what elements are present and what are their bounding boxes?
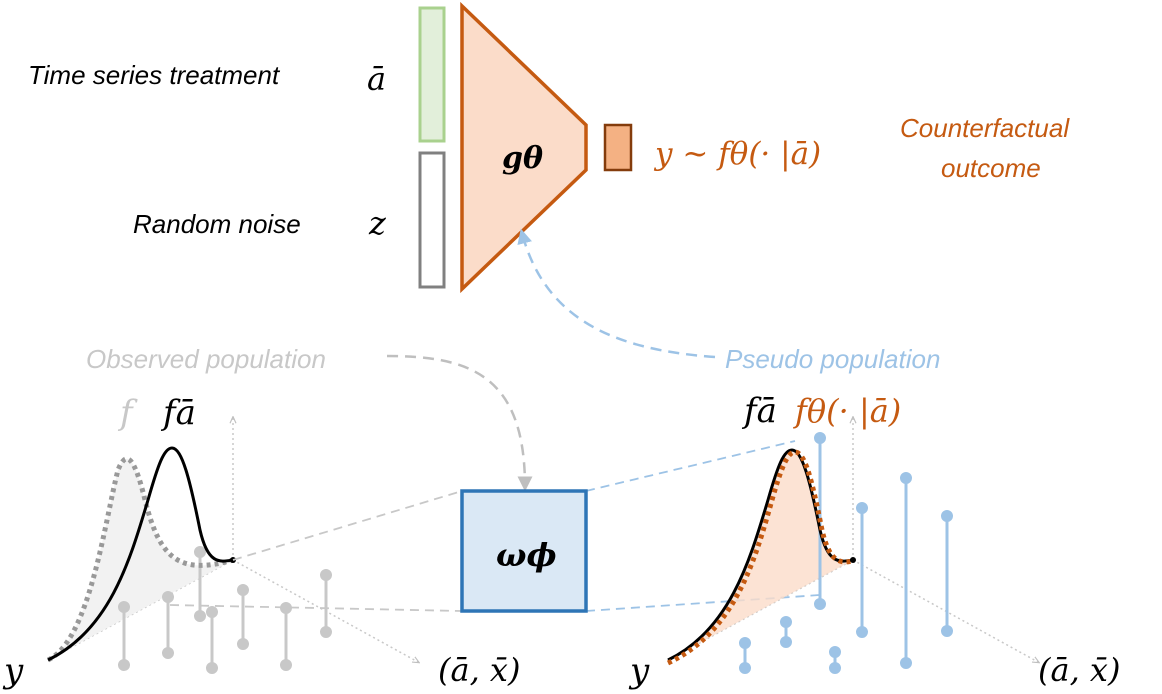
right-projection-bottom <box>585 594 821 612</box>
f-abar-label-left: fā <box>160 393 196 433</box>
covariate-axis-label-left: (ā, x̄) <box>438 651 520 689</box>
observed-to-weight-arrow <box>386 354 533 492</box>
generator-trapezoid <box>460 1 588 294</box>
noise-vector-bar <box>418 151 446 289</box>
pseudo-to-generator-arrow <box>517 228 716 359</box>
g-theta-label: gθ <box>502 141 543 176</box>
treatment-vector-bar <box>418 6 446 143</box>
f-label-left: f <box>117 393 138 433</box>
output-vector-bar <box>603 123 633 172</box>
y-distribution-label: y ~ fθ(· |ā) <box>653 136 821 172</box>
observed-population-label: Observed population <box>86 344 326 374</box>
f-theta-label-right: fθ(· |ā) <box>793 392 901 430</box>
y-axis-label-left: y <box>2 651 24 691</box>
time-series-treatment-label: Time series treatment <box>28 60 281 90</box>
counterfactual-label-line1: Counterfactual <box>900 113 1070 143</box>
f-abar-label-right: fā <box>741 391 777 431</box>
observed-distribution-plot <box>46 418 418 674</box>
left-projection-bottom <box>169 604 463 612</box>
a-bar-symbol: ā <box>367 60 386 98</box>
counterfactual-label-line2: outcome <box>941 153 1041 183</box>
z-symbol: z <box>368 204 387 242</box>
right-projection-top <box>585 440 796 492</box>
omega-phi-label: ωϕ <box>496 536 557 574</box>
pseudo-distribution-plot <box>666 418 1038 674</box>
pseudo-population-label: Pseudo population <box>725 344 940 374</box>
weight-network-box <box>460 489 588 613</box>
covariate-axis-label-right: (ā, x̄) <box>1038 651 1120 689</box>
left-projection-top <box>232 490 463 561</box>
y-axis-label-right: y <box>628 651 650 691</box>
random-noise-label: Random noise <box>133 209 301 239</box>
